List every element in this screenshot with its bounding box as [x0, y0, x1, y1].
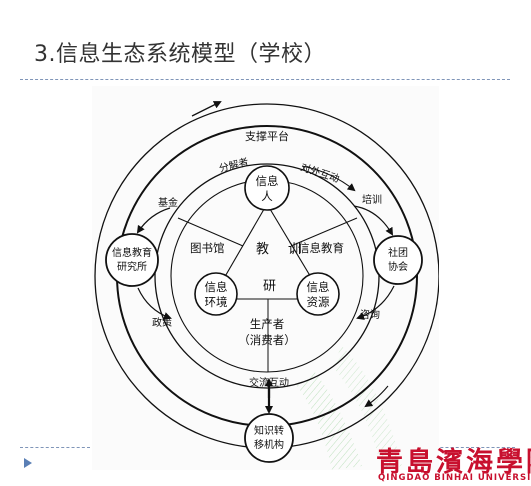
node-info-person: [244, 165, 290, 211]
node-knowledge-transfer: [244, 413, 294, 463]
node-info-resource: [296, 272, 340, 316]
arrow-policy: [137, 287, 172, 320]
node-info-environment: [194, 272, 238, 316]
label-support-platform: 支撑平台: [245, 129, 289, 143]
watermark-stripes: [297, 371, 362, 470]
label-consumer: （消费者）: [238, 333, 296, 347]
node-research-institute-line1: 信息教育: [112, 246, 152, 259]
outer-ring-arrow-bottom: [364, 385, 389, 408]
label-consult: 咨询: [360, 308, 380, 321]
label-info-education: 信息教育: [298, 241, 344, 255]
center-label-teaching: 教: [256, 241, 269, 257]
footer-divider-left: [20, 447, 90, 448]
node-knowledge-transfer-line1: 知识转: [254, 424, 284, 437]
label-library: 图书馆: [190, 241, 225, 255]
node-knowledge-transfer-line2: 移机构: [254, 438, 284, 451]
play-arrow-icon[interactable]: [24, 458, 32, 468]
diagram-svg: 教 训 研 信息 人 信息 环境 信息 资源 图书馆 信息教育 生产者 （消费者…: [92, 86, 440, 470]
university-logo: 青島濱海學院 QINGDAO BINHAI UNIVERSITY: [370, 440, 531, 484]
node-info-resource-line1: 信息: [307, 280, 330, 294]
center-label-scheduling: 训: [288, 242, 301, 257]
watermark-stripes-2: [332, 346, 402, 470]
logo-chinese-name: 青島濱海學院: [376, 447, 531, 478]
label-policy: 政策: [152, 316, 172, 329]
node-info-environment-line1: 信息: [205, 280, 228, 294]
node-info-person-line2: 人: [261, 189, 273, 203]
node-society-line1: 社团: [388, 246, 408, 259]
node-society-line2: 协会: [388, 260, 408, 273]
node-info-environment-line2: 环境: [205, 295, 228, 309]
arrow-training: [353, 205, 394, 236]
center-label-research: 研: [263, 279, 276, 294]
node-society-association: [373, 235, 423, 285]
arrow-consult: [356, 285, 395, 320]
slide-title: 3.信息生态系统模型（学校）: [34, 42, 326, 67]
label-fund: 基金: [158, 196, 178, 209]
node-research-institute: [105, 233, 159, 287]
label-exchange: 交流互动: [249, 376, 289, 389]
footer-divider-right: [425, 447, 515, 448]
arrow-fund: [136, 207, 171, 234]
ecosystem-diagram: 教 训 研 信息 人 信息 环境 信息 资源 图书馆 信息教育 生产者 （消费者…: [92, 86, 440, 470]
spoke-right: [290, 217, 358, 247]
label-training: 培训: [362, 193, 382, 206]
node-info-resource-line2: 资源: [307, 295, 330, 309]
outer-ring-arrow-top: [191, 101, 222, 117]
node-info-person-line1: 信息: [256, 174, 279, 188]
decomposer-arc-arrow: [301, 165, 356, 192]
spoke-left: [177, 217, 244, 247]
title-divider: [20, 79, 510, 80]
logo-english-name: QINGDAO BINHAI UNIVERSITY: [378, 473, 531, 483]
label-producer: 生产者: [250, 317, 285, 331]
node-research-institute-line2: 研究所: [117, 260, 147, 273]
